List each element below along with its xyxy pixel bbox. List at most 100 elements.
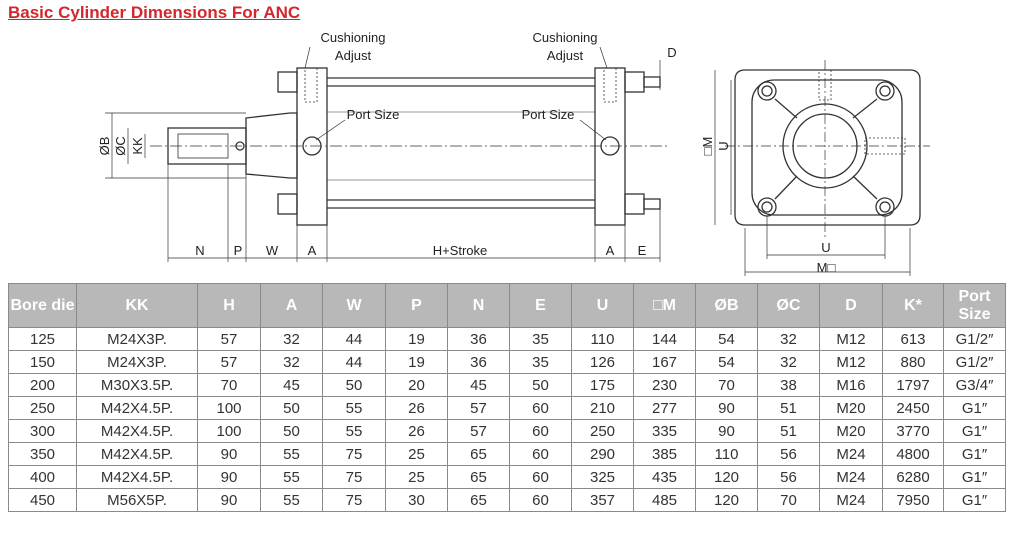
cushioning-label-right: Cushioning xyxy=(532,30,597,45)
table-cell: 200 xyxy=(8,373,77,397)
column-header: W xyxy=(322,283,386,328)
table-cell: 54 xyxy=(695,327,758,351)
table-cell: 45 xyxy=(447,373,510,397)
column-header: ØC xyxy=(757,283,820,328)
end-m-label: □M xyxy=(700,137,715,156)
table-cell: 32 xyxy=(757,350,820,374)
table-cell: M42X4.5P. xyxy=(76,419,198,443)
table-cell: 26 xyxy=(385,396,448,420)
table-cell: 75 xyxy=(322,442,386,466)
table-cell: M56X5P. xyxy=(76,488,198,512)
adjust-label-left: Adjust xyxy=(335,48,372,63)
table-cell: 450 xyxy=(8,488,77,512)
column-header: K* xyxy=(882,283,944,328)
table-cell: 357 xyxy=(571,488,634,512)
kk-label: KK xyxy=(130,137,145,155)
table-cell: 880 xyxy=(882,350,944,374)
cylinder-drawing: Cushioning Adjust Cushioning Adjust Port… xyxy=(97,30,930,276)
table-cell: 290 xyxy=(571,442,634,466)
table-cell: 75 xyxy=(322,488,386,512)
dim-a-front: A xyxy=(308,243,317,258)
table-cell: 4800 xyxy=(882,442,944,466)
table-cell: 50 xyxy=(322,373,386,397)
table-cell: 70 xyxy=(695,373,758,397)
table-cell: 32 xyxy=(260,350,323,374)
table-cell: 38 xyxy=(757,373,820,397)
table-cell: 20 xyxy=(385,373,448,397)
table-cell: G1″ xyxy=(943,419,1006,443)
table-cell: 35 xyxy=(509,327,572,351)
column-header: Port Size xyxy=(943,283,1006,328)
dim-a-rear: A xyxy=(606,243,615,258)
port-size-label-left: Port Size xyxy=(347,107,400,122)
table-cell: M20 xyxy=(819,396,883,420)
table-cell: 60 xyxy=(509,419,572,443)
table-cell: 120 xyxy=(695,465,758,489)
table-cell: 55 xyxy=(260,465,323,489)
table-cell: 120 xyxy=(695,488,758,512)
end-u-label: U xyxy=(716,141,731,150)
table-cell: 250 xyxy=(571,419,634,443)
dim-w: W xyxy=(266,243,279,258)
table-cell: 51 xyxy=(757,396,820,420)
table-cell: 75 xyxy=(322,465,386,489)
column-header: KK xyxy=(76,283,198,328)
end-m-bottom-label: M□ xyxy=(817,260,836,275)
table-cell: 435 xyxy=(633,465,696,489)
table-cell: 55 xyxy=(260,488,323,512)
table-cell: 25 xyxy=(385,442,448,466)
table-cell: 57 xyxy=(447,419,510,443)
table-cell: M30X3.5P. xyxy=(76,373,198,397)
table-cell: 25 xyxy=(385,465,448,489)
table-cell: 55 xyxy=(322,419,386,443)
table-cell: 144 xyxy=(633,327,696,351)
table-cell: 7950 xyxy=(882,488,944,512)
table-cell: 150 xyxy=(8,350,77,374)
table-cell: 55 xyxy=(260,442,323,466)
table-cell: M42X4.5P. xyxy=(76,465,198,489)
table-cell: 300 xyxy=(8,419,77,443)
table-cell: 44 xyxy=(322,327,386,351)
table-cell: M24 xyxy=(819,442,883,466)
table-cell: 210 xyxy=(571,396,634,420)
column-header: □M xyxy=(633,283,696,328)
page-title: Basic Cylinder Dimensions For ANC xyxy=(8,3,301,22)
table-cell: 60 xyxy=(509,465,572,489)
adjust-label-right: Adjust xyxy=(547,48,584,63)
table-cell: 110 xyxy=(695,442,758,466)
cushioning-label-left: Cushioning xyxy=(320,30,385,45)
table-cell: 50 xyxy=(509,373,572,397)
table-cell: M12 xyxy=(819,327,883,351)
table-cell: M20 xyxy=(819,419,883,443)
table-cell: 60 xyxy=(509,442,572,466)
rear-cover xyxy=(594,67,626,226)
table-cell: 19 xyxy=(385,350,448,374)
table-cell: G1″ xyxy=(943,396,1006,420)
table-cell: 65 xyxy=(447,488,510,512)
table-cell: 485 xyxy=(633,488,696,512)
table-cell: M42X4.5P. xyxy=(76,396,198,420)
column-header: D xyxy=(819,283,883,328)
table-cell: 36 xyxy=(447,350,510,374)
table-cell: 90 xyxy=(197,465,261,489)
table-cell: 19 xyxy=(385,327,448,351)
table-cell: 110 xyxy=(571,327,634,351)
table-cell: 30 xyxy=(385,488,448,512)
front-cover xyxy=(296,67,328,226)
table-cell: 57 xyxy=(447,396,510,420)
table-cell: 57 xyxy=(197,327,261,351)
table-cell: G1″ xyxy=(943,465,1006,489)
table-cell: 613 xyxy=(882,327,944,351)
table-cell: 175 xyxy=(571,373,634,397)
column-header: H xyxy=(197,283,261,328)
table-cell: 350 xyxy=(8,442,77,466)
table-cell: 2450 xyxy=(882,396,944,420)
table-cell: 3770 xyxy=(882,419,944,443)
